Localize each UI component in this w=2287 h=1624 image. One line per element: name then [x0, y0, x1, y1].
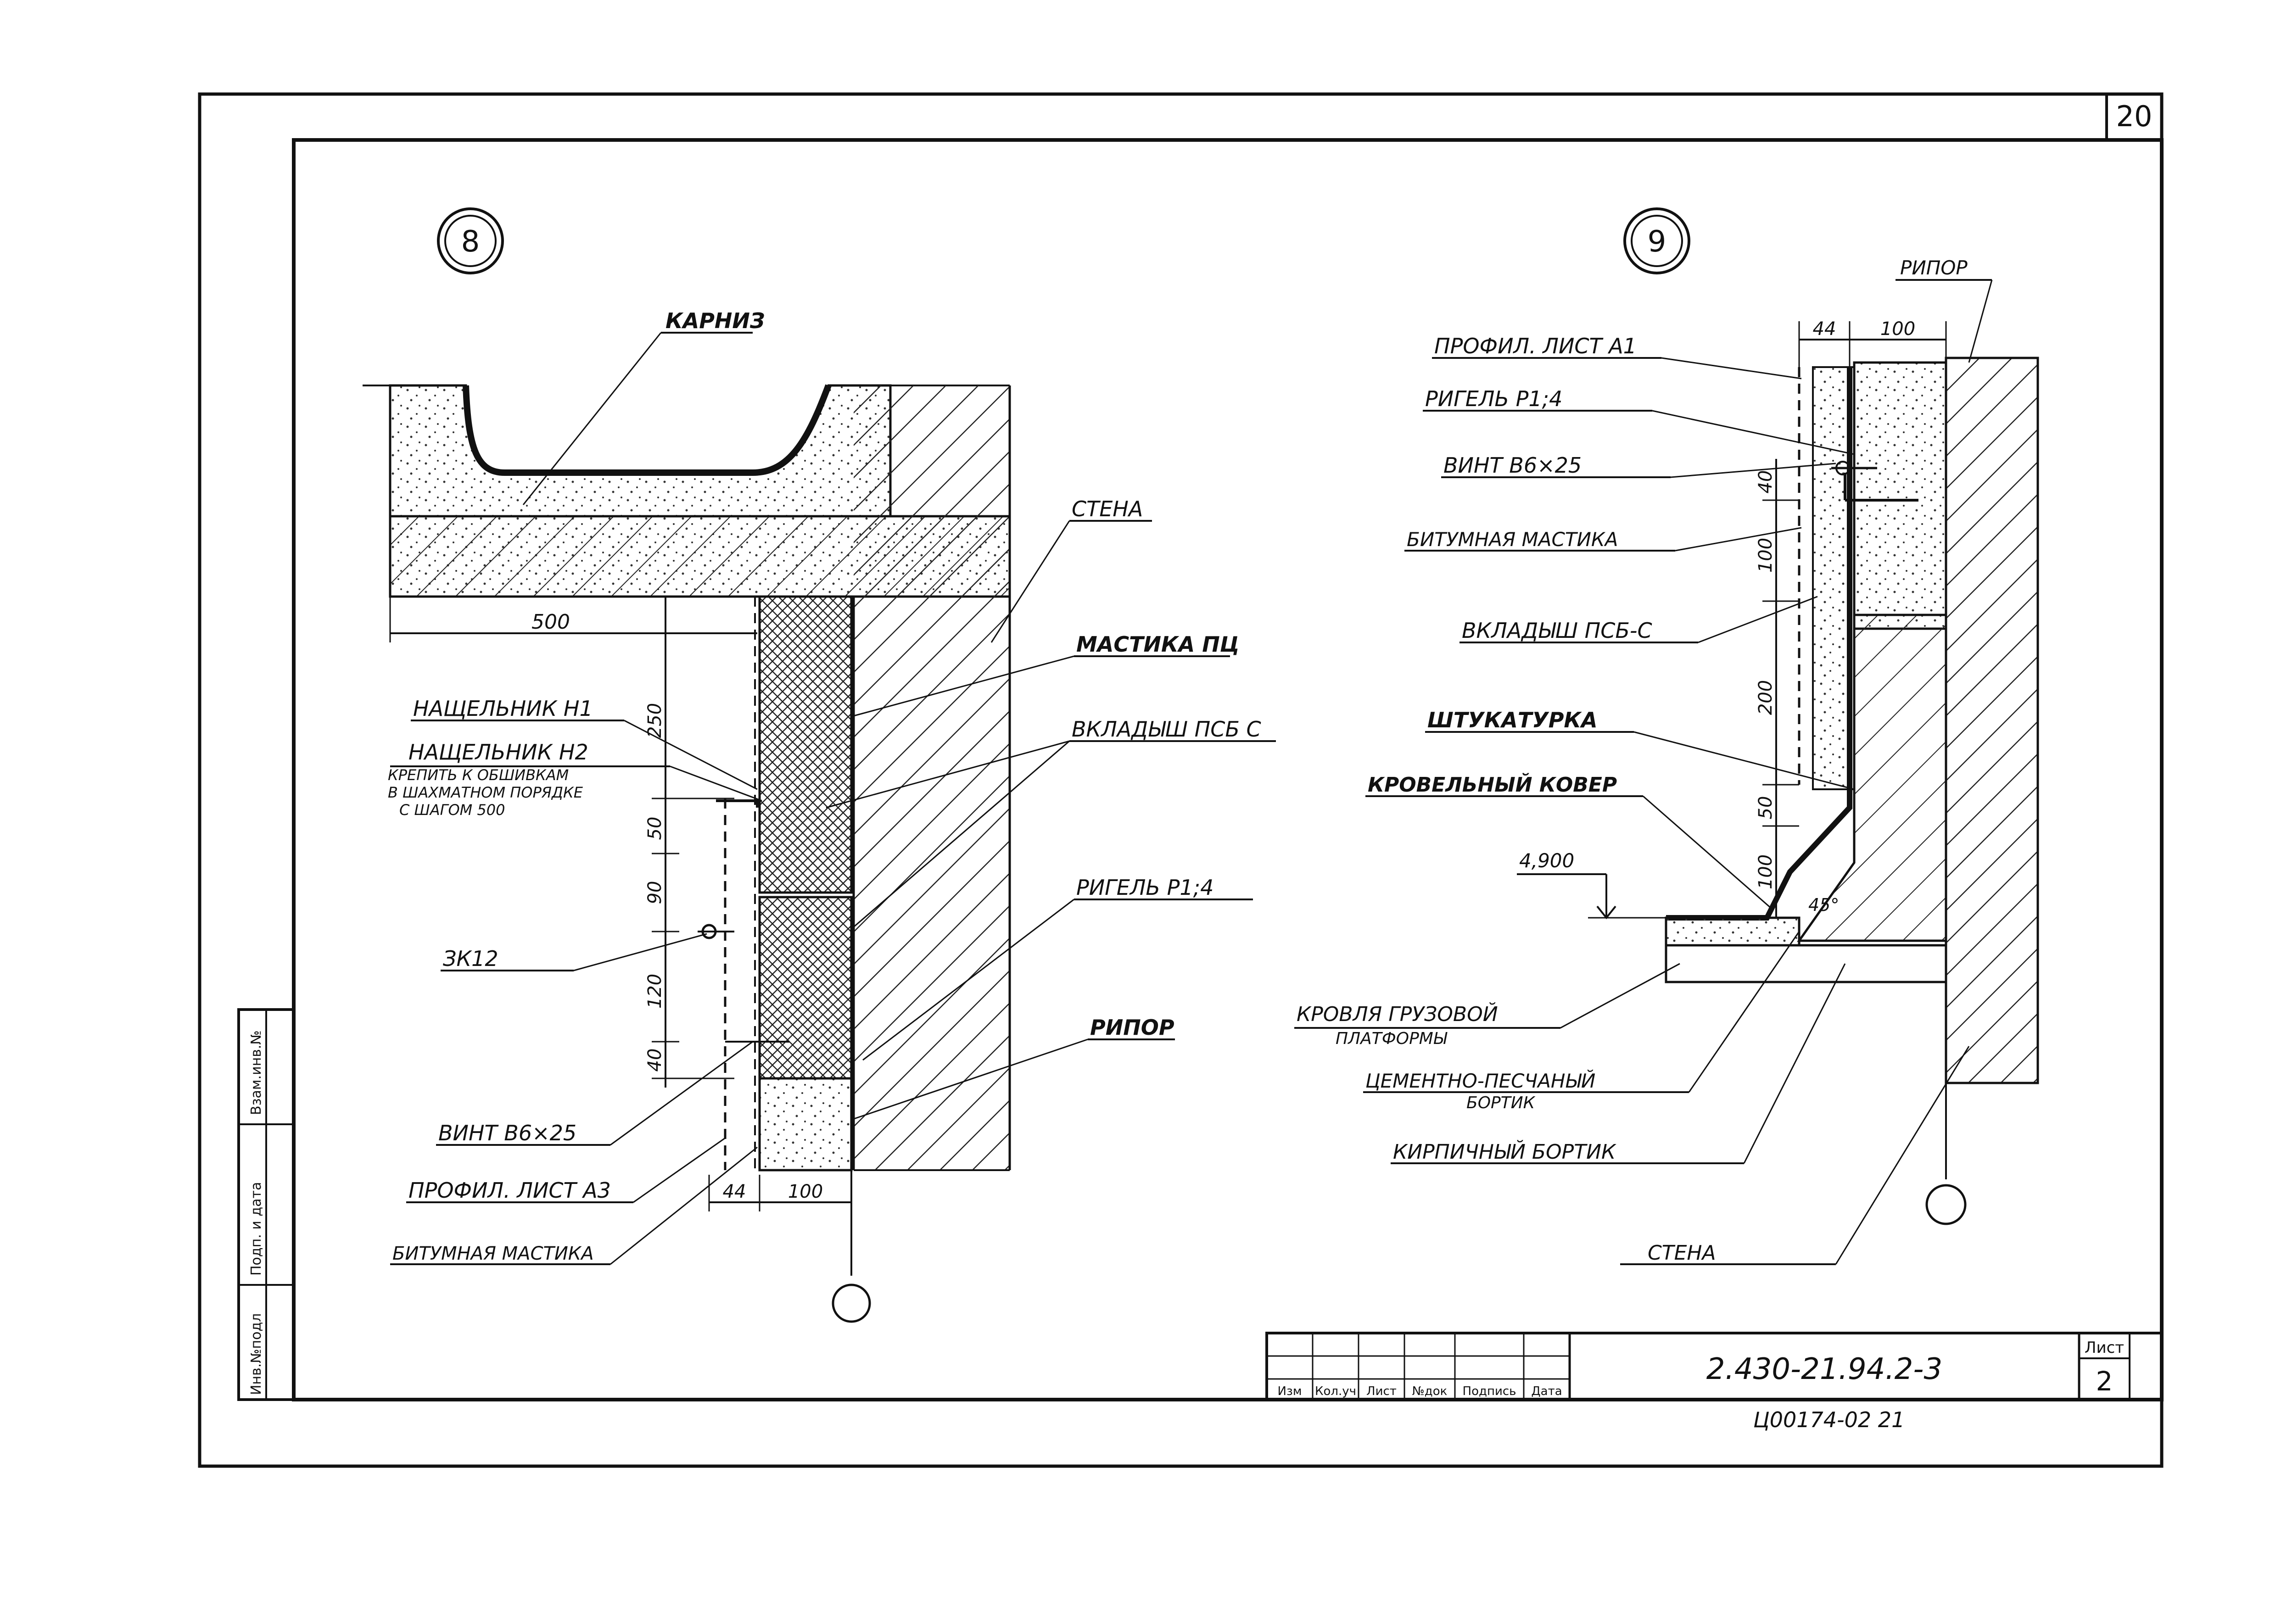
label-bitum-8: БИТУМНАЯ МАСТИКА [392, 1243, 594, 1264]
detail-8: 8 500 250 50 90 [363, 207, 1276, 1323]
page-number: 20 [2116, 100, 2153, 133]
label-rigel-9: РИГЕЛЬ Р1;4 [1425, 386, 1562, 411]
label-mastika-pc: МАСТИКА ПЦ [1076, 632, 1239, 657]
side-stamp-3: Инв.№подл [248, 1313, 264, 1395]
dim9-100: 100 [1880, 318, 1915, 340]
side-stamp-2: Подп. и дата [248, 1182, 264, 1276]
label-shtukaturka: ШТУКАТУРКА [1427, 708, 1598, 732]
detail-9: 9 44 100 40 100 200 [1294, 207, 2039, 1265]
axis-marker-9 [1925, 1184, 1967, 1225]
label-rigel-8: РИГЕЛЬ Р1;4 [1076, 875, 1213, 900]
label-ripor-8: РИПОР [1090, 1015, 1174, 1040]
dim-50: 50 [644, 817, 665, 840]
archive-number: Ц00174-02 21 [1753, 1407, 1905, 1432]
label-profil-8: ПРОФИЛ. ЛИСТ А3 [408, 1178, 611, 1203]
label-kirpich: КИРПИЧНЫЙ БОРТИК [1393, 1139, 1616, 1164]
dim9-200: 200 [1755, 680, 1776, 715]
label-vint-9: ВИНТ В6×25 [1443, 453, 1582, 478]
detail-8-marker [437, 207, 504, 274]
label-kover: КРОВЕЛЬНЫЙ КОВЕР [1368, 772, 1617, 797]
col-izm: Изм [1278, 1384, 1302, 1398]
detail-9-marker [1623, 207, 1690, 274]
label-krovlya-1: КРОВЛЯ ГРУЗОВОЙ [1297, 1002, 1498, 1026]
label-karniz: КАРНИЗ [665, 308, 765, 333]
roof-slab [1665, 944, 1947, 983]
sheet-number: 2 [2096, 1366, 2113, 1397]
ripor-block-9 [1853, 361, 1947, 630]
dim-120: 120 [644, 974, 665, 1009]
col-kolich: Кол.уч [1315, 1384, 1356, 1398]
wall-8 [854, 385, 1010, 1170]
note-line-2: В ШАХМАТНОМ ПОРЯДКЕ [388, 784, 583, 801]
page-number-box [2105, 93, 2163, 141]
ripor-block [758, 1077, 853, 1172]
label-krovlya-2: ПЛАТФОРМЫ [1336, 1029, 1448, 1048]
platform-slab [1665, 916, 1801, 947]
label-ripor-9: РИПОР [1900, 257, 1968, 279]
dim-100: 100 [788, 1181, 823, 1202]
dim9-100c: 100 [1755, 854, 1776, 889]
dim-44: 44 [723, 1181, 746, 1202]
brick-kerb [1797, 614, 1947, 942]
note-line-1: КРЕПИТЬ К ОБШИВКАМ [388, 766, 569, 784]
label-stena-9: СТЕНА [1648, 1241, 1716, 1265]
sheet-code: 2.430-21.94.2-3 [1706, 1352, 1942, 1386]
label-vkladysh-9: ВКЛАДЫШ ПСБ-С [1462, 618, 1652, 643]
side-stamp: Взам.инв.№ Подп. и дата Инв.№подл [237, 1008, 295, 1401]
label-vkladysh-8: ВКЛАДЫШ ПСБ С [1072, 717, 1261, 742]
cornice-gutter [463, 384, 832, 476]
dim-40: 40 [644, 1049, 665, 1072]
dim9-40: 40 [1755, 470, 1776, 494]
label-cem-2: БОРТИК [1466, 1094, 1536, 1112]
label-zk12: ЗК12 [443, 946, 498, 971]
angle-45: 45° [1808, 895, 1839, 915]
dim-500: 500 [531, 610, 570, 634]
level-mark: 4,900 [1519, 849, 1574, 872]
axis-marker-8 [832, 1284, 871, 1323]
dim-90: 90 [644, 881, 665, 904]
label-bitum-9: БИТУМНАЯ МАСТИКА [1407, 528, 1618, 551]
note-line-3: С ШАГОМ 500 [399, 801, 505, 819]
label-stena-8: СТЕНА [1072, 497, 1143, 521]
col-ndok: №док [1412, 1384, 1448, 1398]
detail-8-number: 8 [461, 225, 480, 259]
col-list: Лист [1366, 1384, 1397, 1398]
dim9-44: 44 [1813, 318, 1836, 340]
label-nashelnik-n1: НАЩЕЛЬНИК Н1 [413, 696, 593, 721]
title-block: Изм Кол.уч Лист №док Подпись Дата 2.430-… [1265, 1332, 2163, 1432]
label-vint-8: ВИНТ В6×25 [438, 1121, 576, 1145]
label-profil-9: ПРОФИЛ. ЛИСТ А1 [1434, 334, 1637, 358]
col-podpis: Подпись [1463, 1384, 1516, 1398]
dim9-50: 50 [1755, 796, 1776, 820]
label-cem-1: ЦЕМЕНТНО-ПЕСЧАНЫЙ [1365, 1069, 1595, 1092]
inner-frame [292, 138, 2164, 1401]
wall-9 [1945, 357, 2039, 1084]
side-stamp-1: Взам.инв.№ [248, 1030, 264, 1115]
sheet-label: Лист [2085, 1339, 2124, 1357]
dim9-100b: 100 [1755, 538, 1776, 573]
label-nashelnik-n2: НАЩЕЛЬНИК Н2 [408, 740, 588, 765]
detail-9-number: 9 [1648, 225, 1666, 259]
insert-upper [758, 595, 853, 894]
insert-lower [758, 896, 853, 1080]
col-data: Дата [1531, 1384, 1562, 1398]
